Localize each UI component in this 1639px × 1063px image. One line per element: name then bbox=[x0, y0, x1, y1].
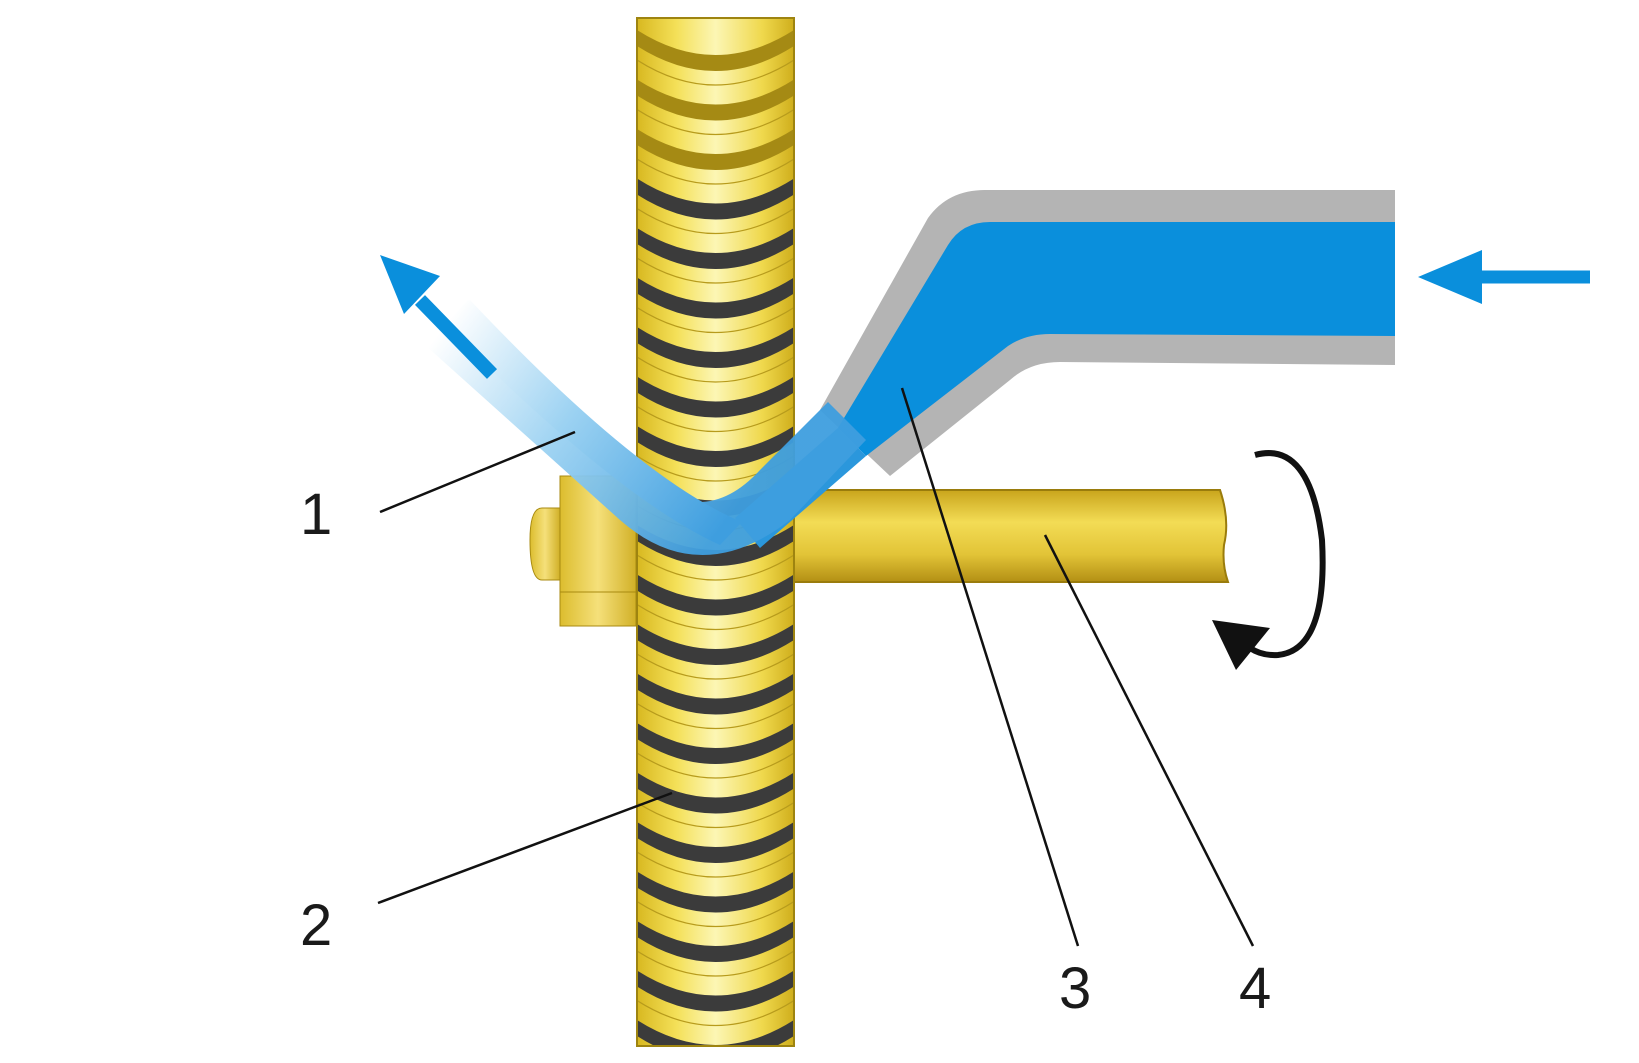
wheel-groove bbox=[637, 79, 794, 121]
wheel-groove-highlight bbox=[637, 207, 794, 235]
wheel-groove-highlight bbox=[637, 653, 794, 680]
wheel-groove-highlight bbox=[637, 1050, 794, 1063]
arrow-left-icon bbox=[1418, 250, 1590, 304]
wheel-groove-highlight bbox=[637, 554, 794, 581]
wheel-groove bbox=[637, 624, 794, 665]
wheel-groove-highlight bbox=[637, 257, 794, 284]
wheel-groove bbox=[637, 30, 794, 71]
wheel-groove-highlight bbox=[637, 801, 794, 829]
nozzle bbox=[820, 190, 1395, 476]
wheel-groove-highlight bbox=[637, 950, 794, 977]
wheel-groove bbox=[637, 970, 794, 1012]
wheel-groove-highlight bbox=[637, 356, 794, 383]
leader-line-1 bbox=[379, 430, 576, 514]
wheel-groove-highlight bbox=[637, 108, 794, 136]
wheel-groove bbox=[637, 723, 794, 764]
wheel-groove-highlight bbox=[637, 999, 794, 1027]
wheel-groove-highlight bbox=[637, 752, 794, 779]
wheel-groove bbox=[637, 327, 794, 368]
arrow-up-left-icon bbox=[380, 255, 498, 379]
wheel-groove bbox=[637, 228, 794, 269]
wheel-groove bbox=[637, 1020, 794, 1046]
wheel-groove bbox=[637, 772, 794, 814]
label-2: 2 bbox=[300, 893, 332, 958]
leader-line-3 bbox=[900, 387, 1080, 947]
leader-line-2 bbox=[377, 791, 673, 905]
leader-lines bbox=[377, 387, 1255, 947]
wheel-groove-highlight bbox=[637, 702, 794, 730]
wheel-groove bbox=[637, 277, 794, 319]
coolant-jet-bend bbox=[425, 300, 866, 555]
wheel-groove bbox=[637, 822, 794, 863]
wheel-groove-highlight bbox=[637, 158, 794, 185]
wheel-groove bbox=[637, 178, 794, 220]
wheel-groove-highlight bbox=[637, 603, 794, 631]
label-4: 4 bbox=[1239, 956, 1271, 1021]
wheel-groove-highlight bbox=[637, 900, 794, 928]
leader-line-4 bbox=[1043, 534, 1255, 947]
wheel-groove bbox=[637, 673, 794, 715]
wheel-groove-highlight bbox=[637, 851, 794, 878]
label-3: 3 bbox=[1059, 956, 1091, 1021]
rotation-arrow-icon bbox=[1212, 450, 1326, 670]
wheel-groove bbox=[637, 871, 794, 913]
wheel-groove-highlight bbox=[637, 405, 794, 433]
wheel-groove-highlight bbox=[637, 306, 794, 334]
wheel-groove bbox=[637, 376, 794, 418]
wheel-groove-highlight bbox=[637, 59, 794, 86]
wheel-groove bbox=[637, 426, 794, 467]
wheel-groove bbox=[637, 921, 794, 962]
wheel-groove bbox=[637, 574, 794, 616]
label-1: 1 bbox=[300, 482, 332, 547]
wheel-groove bbox=[637, 129, 794, 170]
wheel-groove bbox=[637, 525, 794, 566]
